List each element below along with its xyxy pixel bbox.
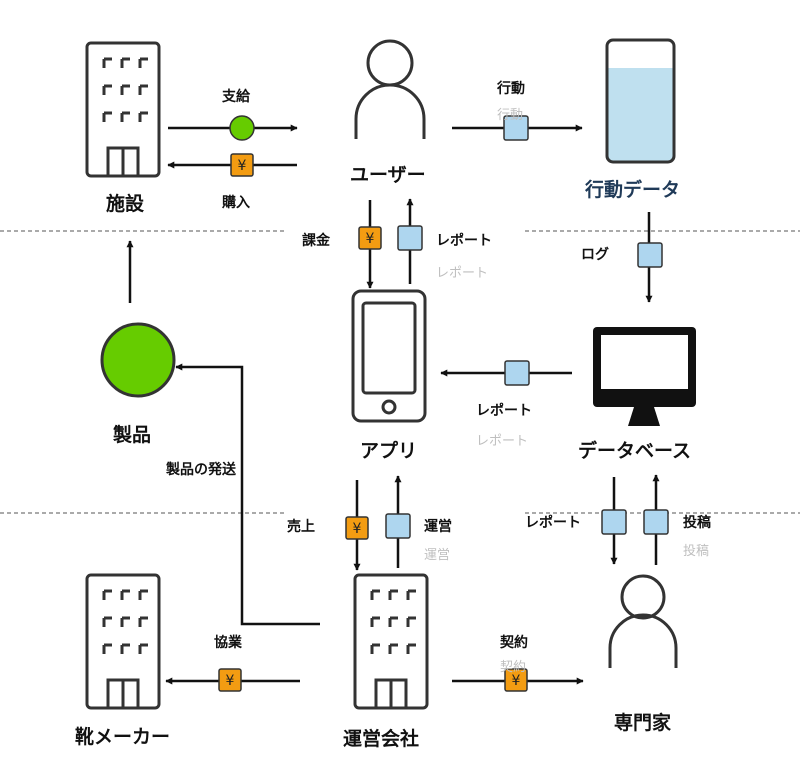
ghost-contract-label: 契約	[500, 660, 527, 675]
ghost-report-user-label: レポート	[436, 266, 489, 281]
person-icon	[354, 39, 426, 139]
operator-label: 運営会社	[343, 728, 420, 750]
yen-token-icon: ¥	[504, 668, 528, 692]
contract-label: 契約	[500, 635, 528, 651]
svg-text:¥: ¥	[238, 158, 247, 174]
app-label: アプリ	[360, 440, 418, 462]
product-shipping-label: 製品の発送	[166, 462, 236, 478]
report-db-label: レポート	[476, 403, 532, 419]
behavior-label: 行動	[497, 81, 525, 97]
product-label: 製品	[113, 424, 152, 446]
behavior-data-label: 行動データ	[585, 179, 681, 201]
ghost-operation-label: 運営	[424, 548, 451, 563]
yen-token-icon: ¥	[218, 668, 242, 692]
data-token-icon	[643, 509, 669, 535]
data-token-icon	[637, 242, 663, 268]
supply-token-icon	[229, 115, 255, 141]
data-token-icon	[385, 513, 411, 539]
green-circle-icon	[100, 322, 176, 398]
shoe-maker-label: 靴メーカー	[75, 726, 171, 748]
billing-label: 課金	[302, 233, 330, 249]
data-token-icon	[503, 115, 529, 141]
facility-label: 施設	[106, 193, 145, 215]
svg-text:¥: ¥	[226, 673, 235, 689]
data-token-icon	[504, 360, 530, 386]
log-label: ログ	[581, 247, 609, 263]
building-icon	[85, 573, 161, 710]
arrow-product-shipping	[175, 363, 320, 626]
svg-text:¥: ¥	[366, 231, 375, 247]
svg-text:¥: ¥	[512, 673, 521, 689]
yen-token-icon: ¥	[230, 153, 254, 177]
supply-label: 支給	[222, 89, 250, 105]
purchase-label: 購入	[222, 195, 250, 211]
ghost-report-db-label: レポート	[476, 434, 529, 449]
yen-token-icon: ¥	[358, 226, 382, 250]
person-icon	[608, 574, 678, 668]
expert-label: 専門家	[614, 712, 672, 734]
building-icon	[85, 41, 161, 178]
yen-token-icon: ¥	[345, 516, 369, 540]
post-label: 投稿	[683, 515, 711, 531]
smartphone-icon	[351, 289, 427, 423]
user-label: ユーザー	[350, 164, 426, 186]
operation-label: 運営	[424, 519, 452, 535]
database-label: データベース	[578, 440, 692, 462]
sales-label: 売上	[287, 519, 315, 535]
data-token-icon	[601, 509, 627, 535]
ghost-behavior-label: 行動	[497, 108, 524, 123]
ghost-post-label: 投稿	[683, 544, 710, 559]
data-token-icon	[397, 225, 423, 251]
monitor-icon	[593, 327, 696, 426]
glass-icon	[605, 38, 676, 164]
report-expert-label: レポート	[525, 515, 581, 531]
collaboration-label: 協業	[214, 635, 242, 651]
building-icon	[353, 573, 429, 710]
svg-text:¥: ¥	[353, 521, 362, 537]
report-user-label: レポート	[436, 233, 492, 249]
